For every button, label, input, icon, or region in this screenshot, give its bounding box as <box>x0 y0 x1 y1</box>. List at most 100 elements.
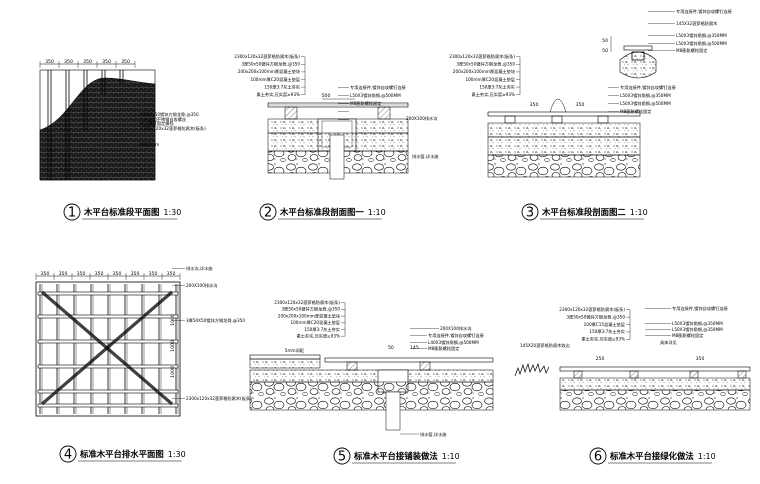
plan-1-note: 3厚50x50镀锌方钢龙骨,@350 <box>140 111 199 118</box>
section-2-layer-label: 素土夯实,压实度≥93% <box>472 91 515 98</box>
plan-2-right-label: 3厚50X50镀锌方钢龙骨,@350 <box>186 317 245 324</box>
section-2-right-labels: 专用连接件,镀锌自攻螺钉连接L50X3镀锌角钢,@350MML50X3镀锌角钢,… <box>608 84 677 115</box>
section-2-detail-label: 145X32菠萝格防腐木 <box>676 20 718 27</box>
detail-5-layer-label: 100mm厚C20混凝土垫层 <box>290 319 340 326</box>
caption-number-circle <box>59 445 77 463</box>
detail-5-right-label: L40X3镀锌角钢,@500MM <box>428 339 479 346</box>
section-1-right-label: 专用连接件,镀锌自攻螺钉连接 <box>350 84 407 91</box>
section-1-layer-label: 素土夯实,压实度≥93% <box>257 91 300 98</box>
caption-title: 木平台标准段剖面图一 <box>279 207 364 217</box>
section-1-dim: 500 <box>322 93 331 99</box>
plan-2-dim-label: 350 <box>41 271 50 277</box>
caption-number-circle <box>63 203 81 221</box>
caption-title: 标准木平台接绿化做法 <box>609 451 694 461</box>
section-2-layer-label: 2300x120x32菠萝格防腐木(板条) <box>449 53 515 60</box>
plan-1-note: 中立螺钉固定横档 <box>140 120 174 127</box>
captions: 1 木平台标准段平面图 1:30 2 木平台标准段剖面图一 1:10 3 木平台标准段剖面图二… <box>59 203 716 465</box>
section-2-detail-label: L50X3镀锌角钢,@500MM <box>676 40 727 47</box>
section-2-dim-label: 50 <box>602 48 608 54</box>
section-2-detail-labels: 专用连接件,镀锌自攻螺钉连接 145X32菠萝格防腐木 L50X3镀锌角钢,@350… <box>648 8 733 54</box>
section-1-right-labels: 专用连接件,镀锌自攻螺钉连接L50X3镀锌角钢,@500MMM8膨胀螺栓固定20… <box>338 84 439 160</box>
plan-2-grid <box>37 284 179 414</box>
detail-6-right-labels: 专用连接件,镀锌自攻螺钉连接L50X3镀锌角钢,@350MML50X3镀锌角钢,… <box>520 305 729 362</box>
section-2-right-label: 专用连接件,镀锌自攻螺钉连接 <box>620 84 677 91</box>
caption-6: 6 标准木平台接绿化做法 1:10 <box>589 447 716 465</box>
detail-6-layer-label: 3厚50x50镀锌方钢龙骨,@350 <box>566 313 625 320</box>
section-2-right-label: L50X3镀锌角钢,@500MM <box>620 100 671 107</box>
plan-1-notes: 3厚50x50镀锌方钢龙骨,@350户外专用不锈钢自攻螺丝中立螺钉固定横档230… <box>140 111 206 148</box>
plan-1-note: 户外专用不锈钢自攻螺丝 <box>140 116 186 123</box>
section-1-layer-label: 200x200x100mm厚混凝土垫块 <box>238 68 301 75</box>
plan-2-dim-label: 350 <box>149 271 158 277</box>
plan-2-dim-label: 350 <box>95 271 104 277</box>
plan-1-note: 间距5mm <box>140 141 159 148</box>
caption-number-circle <box>333 447 351 465</box>
caption-1: 1 木平台标准段平面图 1:30 <box>63 203 181 221</box>
plan-1-dim-label: 350 <box>121 59 130 65</box>
caption-scale: 1:30 <box>168 450 186 459</box>
plan-2-dim-label: 350 <box>131 271 140 277</box>
detail-5-layer-labels: 2300x120x32菠萝格防腐木(板条)3厚50x50镀锌方钢龙骨,@3502… <box>274 299 346 340</box>
caption-number-circle <box>589 447 607 465</box>
detail-6-dim-label: 350 <box>696 356 705 362</box>
section-2-layer-label: 200x200x100mm厚混凝土垫块 <box>453 68 516 75</box>
plan-2-dim-label: 350 <box>77 271 86 277</box>
caption-5: 5 标准木平台接铺装做法 1:10 <box>333 447 460 465</box>
detail-6-layer-label: 素土夯实,压实度≥93% <box>582 336 625 343</box>
plan-2-side-dim: 1000 <box>170 366 176 378</box>
plan-2-right-label: 排水沟,详水施 <box>186 265 213 272</box>
detail-6-right-label: 专用连接件,镀锌自攻螺钉连接 <box>672 305 729 312</box>
section-1-right-label: 200X100排水沟 <box>406 115 437 122</box>
detail-5-dim-label: 145 <box>410 345 419 351</box>
section-1-right-label: M8膨胀螺栓固定 <box>350 100 381 107</box>
caption-number: 5 <box>338 450 346 465</box>
detail-6-extra-label: 具体详见 <box>660 339 677 346</box>
caption-number: 6 <box>594 450 602 465</box>
caption-3: 3 木平台标准段剖面图二 1:10 <box>521 203 648 221</box>
detail-5-right-label: 专用连接件,镀锌自攻螺钉连接 <box>428 332 485 339</box>
section-2-right-label: L50X3镀锌角钢,@350MM <box>620 92 671 99</box>
section-2-layer-label: 100mm厚C20混凝土垫层 <box>465 76 515 83</box>
section-1-layer-label: 150厚3:7灰土夯实 <box>264 83 300 90</box>
section-2-detail-label: M8膨胀螺栓固定 <box>676 47 707 54</box>
section-2-detail-label: L50X3镀锌角钢,@350MM <box>676 32 727 39</box>
caption-scale: 1:10 <box>630 208 648 217</box>
section-1: 2300x120x32菠萝格防腐木(板条)3厚50x50镀锌方钢龙骨,@3502… <box>234 53 439 180</box>
plan-2-side-dim: 1000 <box>170 314 176 326</box>
caption-scale: 1:10 <box>698 452 716 461</box>
caption-title: 木平台标准段剖面图二 <box>541 207 626 217</box>
caption-number: 3 <box>526 206 534 221</box>
plan-2-right-labels: 排水沟,详水施200X100排水沟3厚50X50镀锌方钢龙骨,@3502300x… <box>170 265 252 402</box>
caption-number: 2 <box>264 206 272 221</box>
caption-scale: 1:10 <box>442 452 460 461</box>
section-2-layer-labels: 2300x120x32菠萝格防腐木(板条)3厚50x50镀锌方钢龙骨,@3502… <box>449 53 521 98</box>
detail-6: 2300x120x32菠萝格防腐木(板条)3厚50x50镀锌方钢龙骨,@3501… <box>514 305 751 411</box>
section-2-dim-label: 350 <box>530 102 539 108</box>
detail-6-right-label: L50X3镀锌角钢,@350MM <box>672 326 723 333</box>
detail-6-right-label: M8膨胀螺栓固定 <box>672 332 703 339</box>
plan-1-dim-label: 350 <box>64 59 73 65</box>
caption-number-circle <box>259 203 277 221</box>
plan-2-dim-label: 350 <box>167 271 176 277</box>
caption-scale: 1:10 <box>368 208 386 217</box>
caption-scale: 1:30 <box>163 208 181 217</box>
detail-5-layer-label: 150厚3:7灰土夯实 <box>304 326 340 333</box>
caption-title: 木平台标准段平面图 <box>83 207 159 217</box>
caption-title: 标准木平台排水平面图 <box>79 449 164 459</box>
detail-5-layer-label: 素土夯实,压实度≥93% <box>297 333 340 340</box>
detail-6-left-label: 145X20菠萝格防腐木收边 <box>520 342 571 349</box>
caption-title: 标准木平台接铺装做法 <box>353 451 438 461</box>
section-2-right-label: M8膨胀螺栓固定 <box>620 108 651 115</box>
detail-5: 2300x120x32菠萝格防腐木(板条)3厚50x50镀锌方钢龙骨,@3502… <box>249 299 494 438</box>
detail-6-layer-labels: 2300x120x32菠萝格防腐木(板条)3厚50x50镀锌方钢龙骨,@3501… <box>559 306 631 343</box>
caption-number: 1 <box>68 206 76 221</box>
section-1-layer-label: 100mm厚C20混凝土垫层 <box>250 76 300 83</box>
detail-5-layer-label: 3厚50x50镀锌方钢龙骨,@350 <box>281 306 340 313</box>
detail-6-dim-label: 250 <box>596 356 605 362</box>
section-2-detail-label: 专用连接件,镀锌自攻螺钉连接 <box>676 8 733 15</box>
